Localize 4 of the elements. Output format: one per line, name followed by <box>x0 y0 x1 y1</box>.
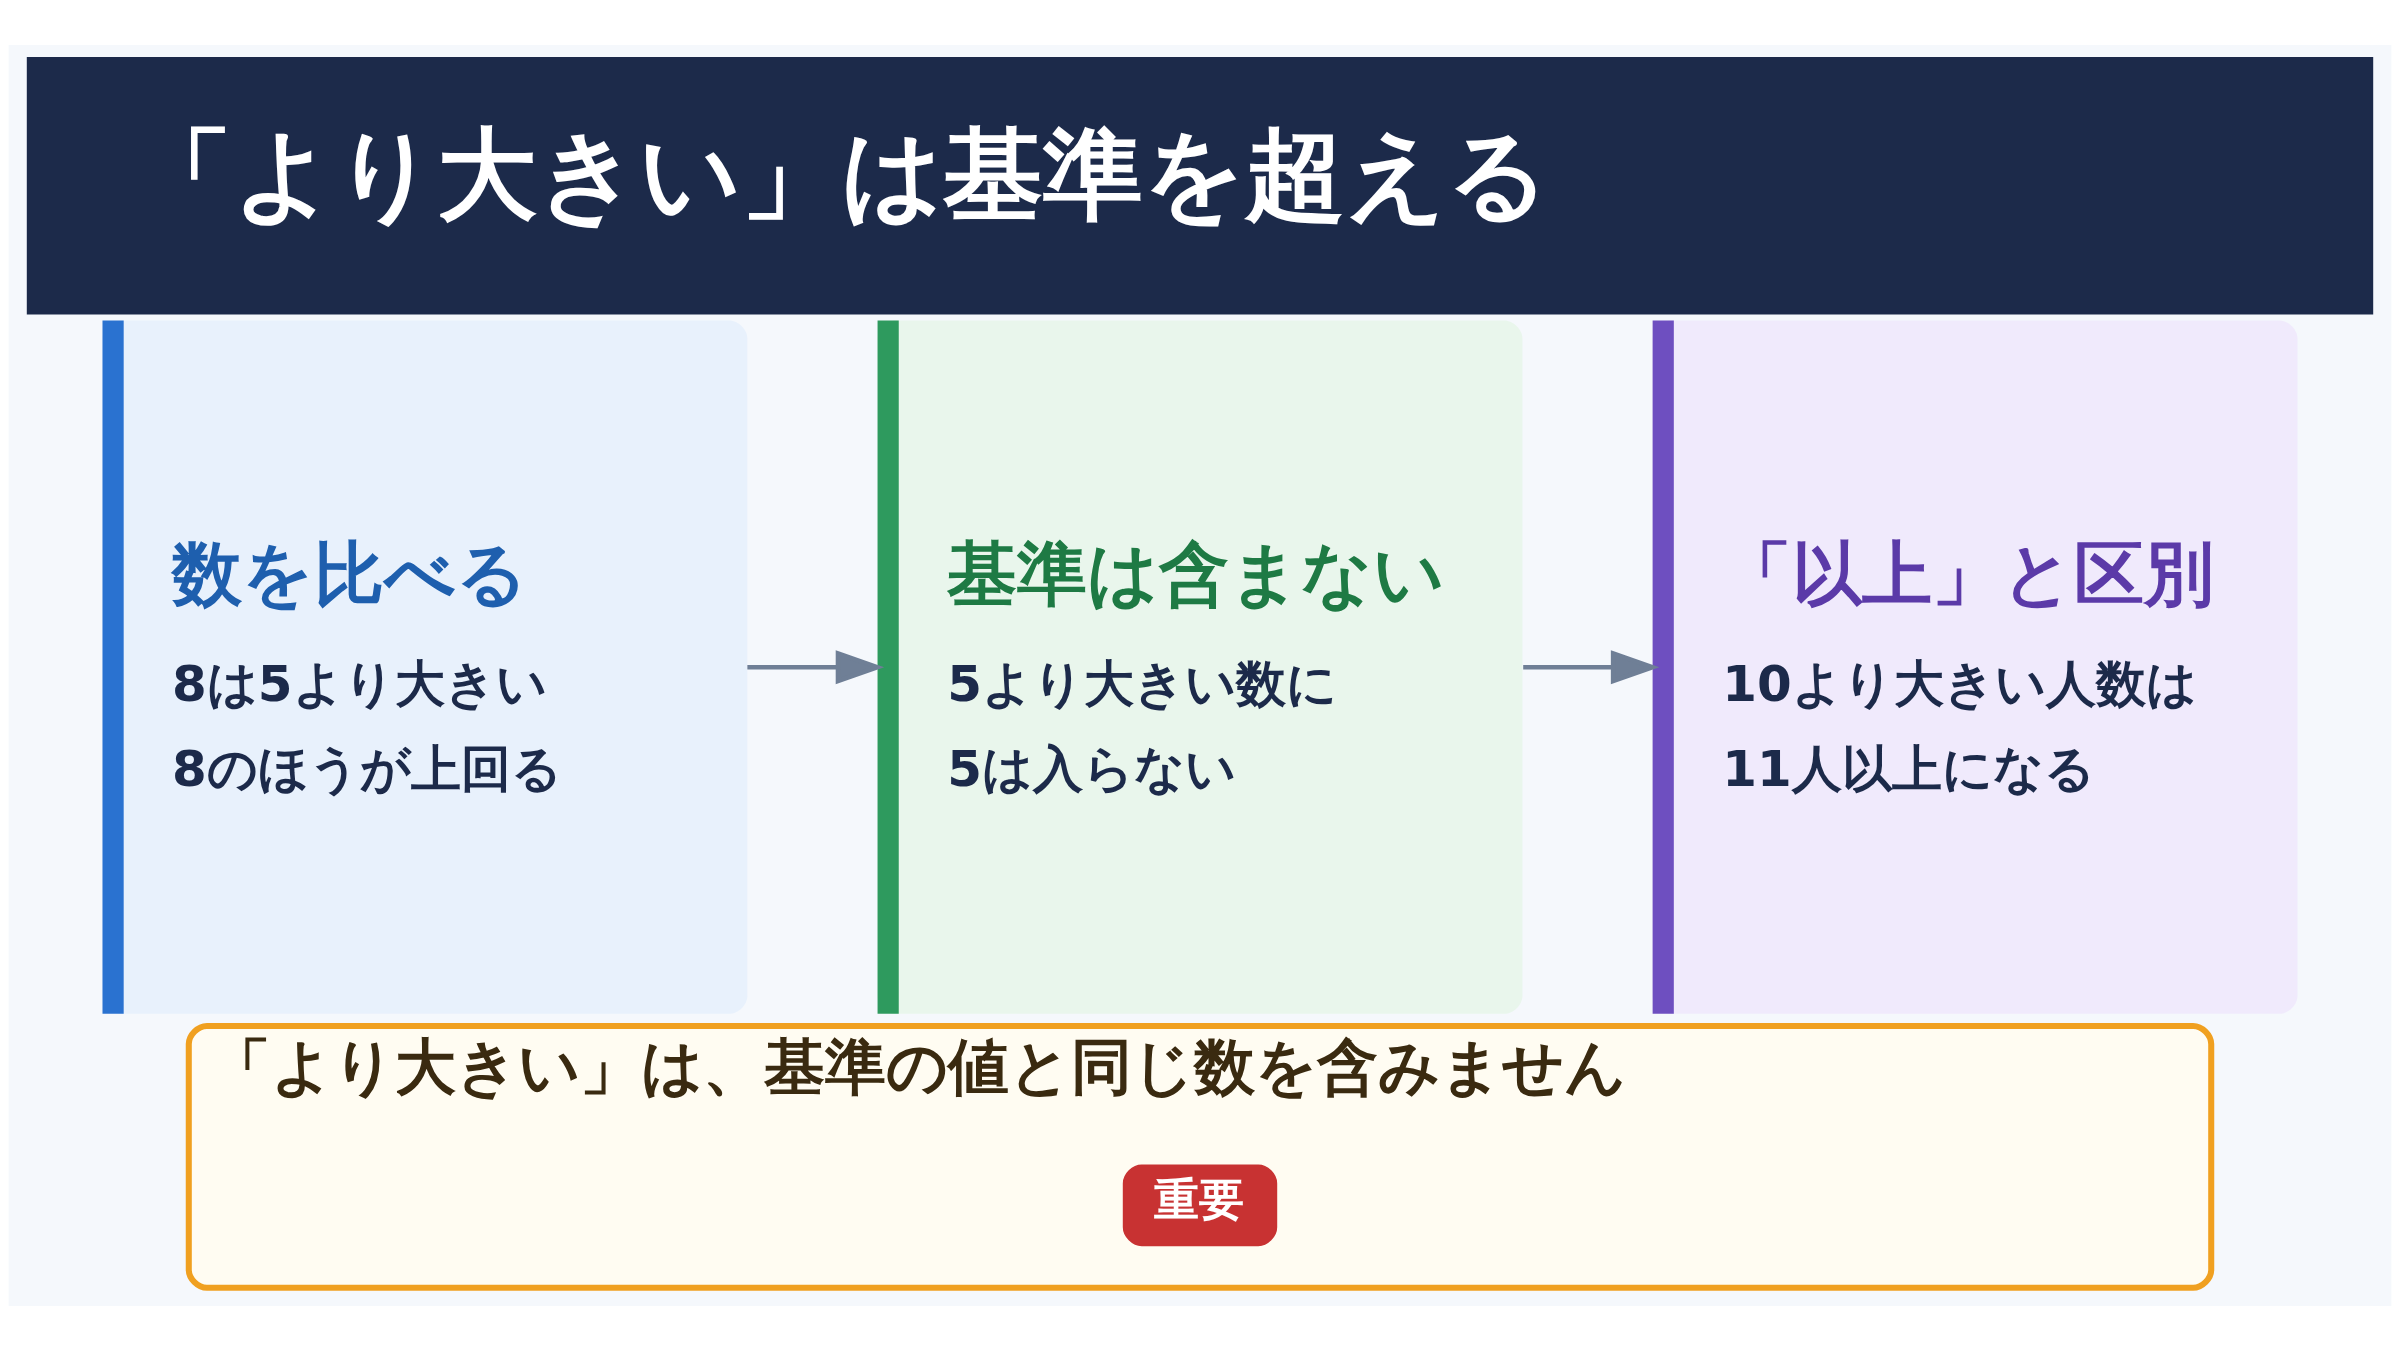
arrow <box>1523 649 1660 684</box>
node-box: 重要 <box>1122 1163 1278 1246</box>
arrow <box>747 649 885 684</box>
diagram-title: 「より大きい」は基準を超える <box>132 115 1549 233</box>
